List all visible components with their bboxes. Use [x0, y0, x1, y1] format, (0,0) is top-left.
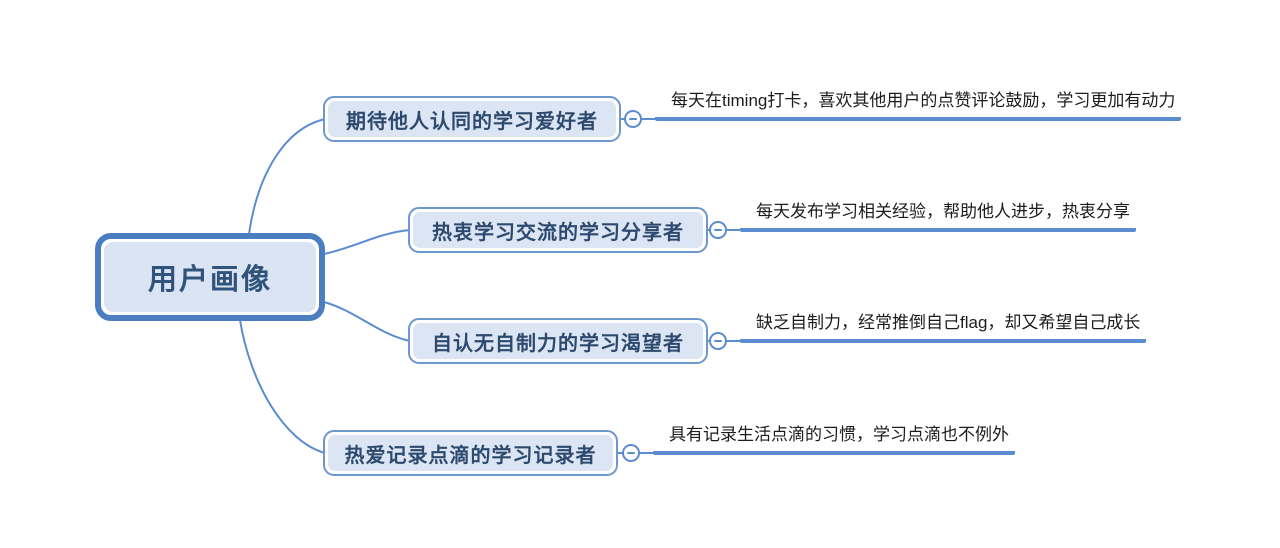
detail-topic-1[interactable]: 每天在timing打卡，喜欢其他用户的点赞评论鼓励，学习更加有动力 [655, 85, 1182, 121]
branch-topic-4[interactable]: 热爱记录点滴的学习记录者 [323, 430, 618, 476]
collapse-button-4[interactable] [622, 444, 640, 462]
detail-topic-2[interactable]: 每天发布学习相关经验，帮助他人进步，热衷分享 [740, 196, 1136, 232]
connector-root-branch1 [248, 118, 326, 235]
collapse-button-2[interactable] [709, 221, 727, 239]
root-topic-label: 用户画像 [104, 242, 316, 312]
detail-topic-4[interactable]: 具有记录生活点滴的习惯，学习点滴也不例外 [653, 419, 1015, 455]
detail-topic-2-label: 每天发布学习相关经验，帮助他人进步，热衷分享 [756, 202, 1130, 221]
root-topic[interactable]: 用户画像 [95, 233, 325, 321]
branch-topic-1[interactable]: 期待他人认同的学习爱好者 [323, 96, 621, 142]
collapse-button-1[interactable] [624, 110, 642, 128]
detail-topic-1-label: 每天在timing打卡，喜欢其他用户的点赞评论鼓励，学习更加有动力 [671, 91, 1176, 110]
connector-root-branch3 [323, 301, 411, 342]
collapse-button-3[interactable] [709, 332, 727, 350]
minus-icon [627, 452, 635, 454]
minus-icon [714, 229, 722, 231]
detail-topic-3[interactable]: 缺乏自制力，经常推倒自己flag，却又希望自己成长 [740, 307, 1147, 343]
branch-topic-2[interactable]: 热衷学习交流的学习分享者 [408, 207, 708, 253]
branch-topic-3-label: 自认无自制力的学习渴望者 [413, 323, 703, 359]
branch-topic-2-label: 热衷学习交流的学习分享者 [413, 212, 703, 248]
minus-icon [629, 118, 637, 120]
branch-topic-4-label: 热爱记录点滴的学习记录者 [328, 435, 613, 471]
connector-root-branch2 [323, 229, 411, 255]
detail-topic-3-label: 缺乏自制力，经常推倒自己flag，却又希望自己成长 [756, 313, 1141, 332]
detail-topic-4-label: 具有记录生活点滴的习惯，学习点滴也不例外 [669, 425, 1009, 444]
branch-topic-1-label: 期待他人认同的学习爱好者 [328, 101, 616, 137]
minus-icon [714, 340, 722, 342]
connector-root-branch4 [239, 319, 326, 454]
branch-topic-3[interactable]: 自认无自制力的学习渴望者 [408, 318, 708, 364]
